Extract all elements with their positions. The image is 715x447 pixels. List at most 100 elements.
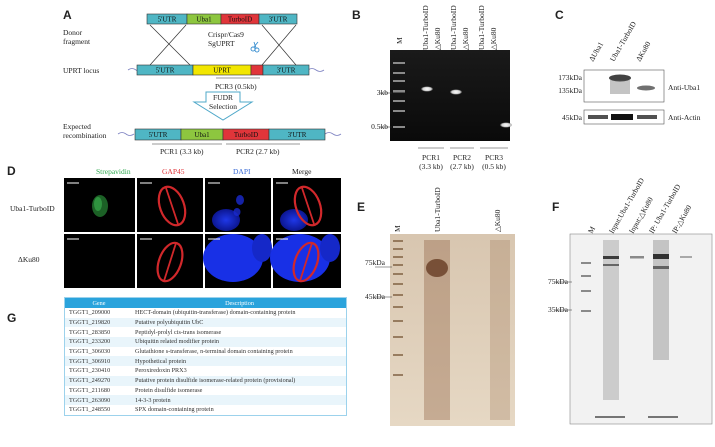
expected-label-1: Expected <box>63 122 91 131</box>
pcr1-label: PCR1 (3.3 kb) <box>160 147 204 156</box>
wb-lane-label-2: Uba1-TurboID <box>608 19 638 63</box>
pcr2-group-size: (2.7 kb) <box>450 162 474 171</box>
col-header-gap45: GAP45 <box>162 167 185 176</box>
gene-description: HECT-domain (ubiquitin-transferase) doma… <box>133 308 347 318</box>
panel-letter-e: E <box>357 200 365 214</box>
gene-description: Putative polyubiquitin UbC <box>133 317 347 328</box>
silver-stain-gel <box>390 234 515 426</box>
row-label-ku80: ΔKu80 <box>18 255 40 264</box>
locus-3utr-label: 3'UTR <box>277 67 296 75</box>
locus-5utr-label: 5'UTR <box>156 67 175 75</box>
marker-75kda-f: 75kDa <box>548 277 569 286</box>
anti-uba1-label: Anti-Uba1 <box>668 83 700 92</box>
donor-label-2: fragment <box>63 37 91 46</box>
panel-c: C ΔUba1 Uba1-TurboID ΔKu80 173kDa 135kDa… <box>555 8 701 125</box>
gel-lane-label-3: Uba1-TurboID <box>449 5 458 50</box>
panel-f: F M Input:Uba1-TurboID Input:△Ku80 IP: U… <box>548 176 713 425</box>
ku80-lane-smear <box>490 240 510 420</box>
donor-construct: 5'UTR Uba1 TurboID 3'UTR <box>146 13 298 25</box>
marker-173kda: 173kDa <box>558 73 582 82</box>
silver-ladder-bands <box>393 240 403 376</box>
pcr3-group-size: (0.5 kb) <box>482 162 506 171</box>
panel-letter-f: F <box>552 200 559 214</box>
gene-description: Putative protein disulfide isomerase-rel… <box>133 375 347 386</box>
gene-id: TGGT1_211680 <box>64 385 133 396</box>
uba1-blot-smear <box>610 80 630 94</box>
pcr3-group-name: PCR3 <box>485 153 503 162</box>
panel-a: A Donor fragment UPRT locus Expected rec… <box>63 8 342 156</box>
pcr2-label: PCR2 (2.7 kb) <box>236 147 280 156</box>
gene-description: Ubiquitin related modifier protein <box>133 337 347 347</box>
panel-b: B M Uba1-TurboID △Ku80 Uba1-TurboID △Ku8… <box>352 5 512 171</box>
pcr2-group-name: PCR2 <box>453 153 471 162</box>
recomb-uba1-label: Uba1 <box>194 131 210 139</box>
actin-band-1 <box>588 115 608 119</box>
crispr-label: Crispr/Cas9 <box>208 30 244 39</box>
gel-lane-label-5: Uba1-TurboID <box>477 5 486 50</box>
gene-id: TGGT1_263090 <box>64 395 133 405</box>
streptavidin-blot-bands <box>581 240 692 418</box>
gene-description: Protein disulfide isomerase <box>133 385 347 396</box>
fudr-selection-arrow: FUDR Selection <box>192 91 254 121</box>
marker-0-5kb: 0.5kb <box>371 122 388 131</box>
gene-id: TGGT1_249270 <box>64 375 133 386</box>
uba1-blot-band-2 <box>637 85 655 91</box>
col-header-merge: Merge <box>292 167 312 176</box>
gene-id: TGGT1_209000 <box>64 308 133 318</box>
recomb-3utr-box <box>268 128 326 141</box>
uprt-locus-label: UPRT locus <box>63 66 99 75</box>
uprt-locus-construct: 5'UTR UPRT 3'UTR PCR3 (0.5kb) <box>127 64 325 91</box>
gene-description: SPX domain-containing protein <box>133 404 347 416</box>
silver-lane-label-2: △Ku80 <box>493 209 502 232</box>
gene-description: Peptidyl-prolyl cis-trans isomerase <box>133 327 347 338</box>
selection-label: Selection <box>209 102 237 111</box>
marker-135kda: 135kDa <box>558 86 582 95</box>
donor-uba1-label: Uba1 <box>196 16 212 24</box>
wb-lane-label-3: ΔKu80 <box>634 40 653 63</box>
panel-d: D Strepavidin GAP45 DAPI Merge Uba1-Turb… <box>7 164 341 288</box>
recomb-turboid-label: TurboID <box>234 131 258 139</box>
panel-letter-c: C <box>555 8 564 22</box>
donor-3utr-label: 3'UTR <box>269 16 288 24</box>
pcr3-band <box>500 122 512 128</box>
table-header-row: Gene Description <box>64 297 347 308</box>
gel-lane-label-1: Uba1-TurboID <box>421 5 430 50</box>
gene-id: TGGT1_306030 <box>64 346 133 357</box>
panel-letter-b: B <box>352 8 361 22</box>
ip-lane-label-4: IP:△Ku80 <box>670 203 694 235</box>
gene-id: TGGT1_219820 <box>64 317 133 328</box>
panel-e: E M Uba1-TurboID △Ku80 75kDa 45kDa <box>357 187 515 426</box>
gel-lane-label-m: M <box>395 37 404 44</box>
gene-id: TGGT1_248550 <box>64 404 133 416</box>
gene-id: TGGT1_306910 <box>64 356 133 367</box>
gel-lane-label-6: △Ku80 <box>489 27 498 50</box>
gene-column-header: Gene <box>64 297 133 308</box>
gel-lane-label-2: △Ku80 <box>433 27 442 50</box>
scissors-icon <box>250 41 260 53</box>
description-column-header: Description <box>133 297 347 308</box>
locus-red-marker <box>250 64 264 76</box>
marker-45kda: 45kDa <box>562 113 583 122</box>
donor-5utr-label: 5'UTR <box>158 16 177 24</box>
donor-label-1: Donor <box>63 28 83 37</box>
pcr1-group-size: (3.3 kb) <box>419 162 443 171</box>
silver-lane-label-m: M <box>393 225 402 232</box>
sguprt-label: SgUPRT <box>208 39 235 48</box>
pcr1-group-name: PCR1 <box>422 153 440 162</box>
pcr2-band <box>450 89 462 95</box>
streptavidin-blot <box>569 233 713 425</box>
gene-description: Peroxiredoxin PRX3 <box>133 366 347 376</box>
expected-label-2: recombination <box>63 131 107 140</box>
marker-3kb: 3kb <box>377 88 389 97</box>
donor-turboid-label: TurboID <box>228 16 252 24</box>
locus-3utr-box <box>262 64 310 76</box>
actin-band-2 <box>611 114 633 120</box>
marker-45kda-e: 45kDa <box>365 292 386 301</box>
uba1-blot-band-1 <box>609 74 631 82</box>
